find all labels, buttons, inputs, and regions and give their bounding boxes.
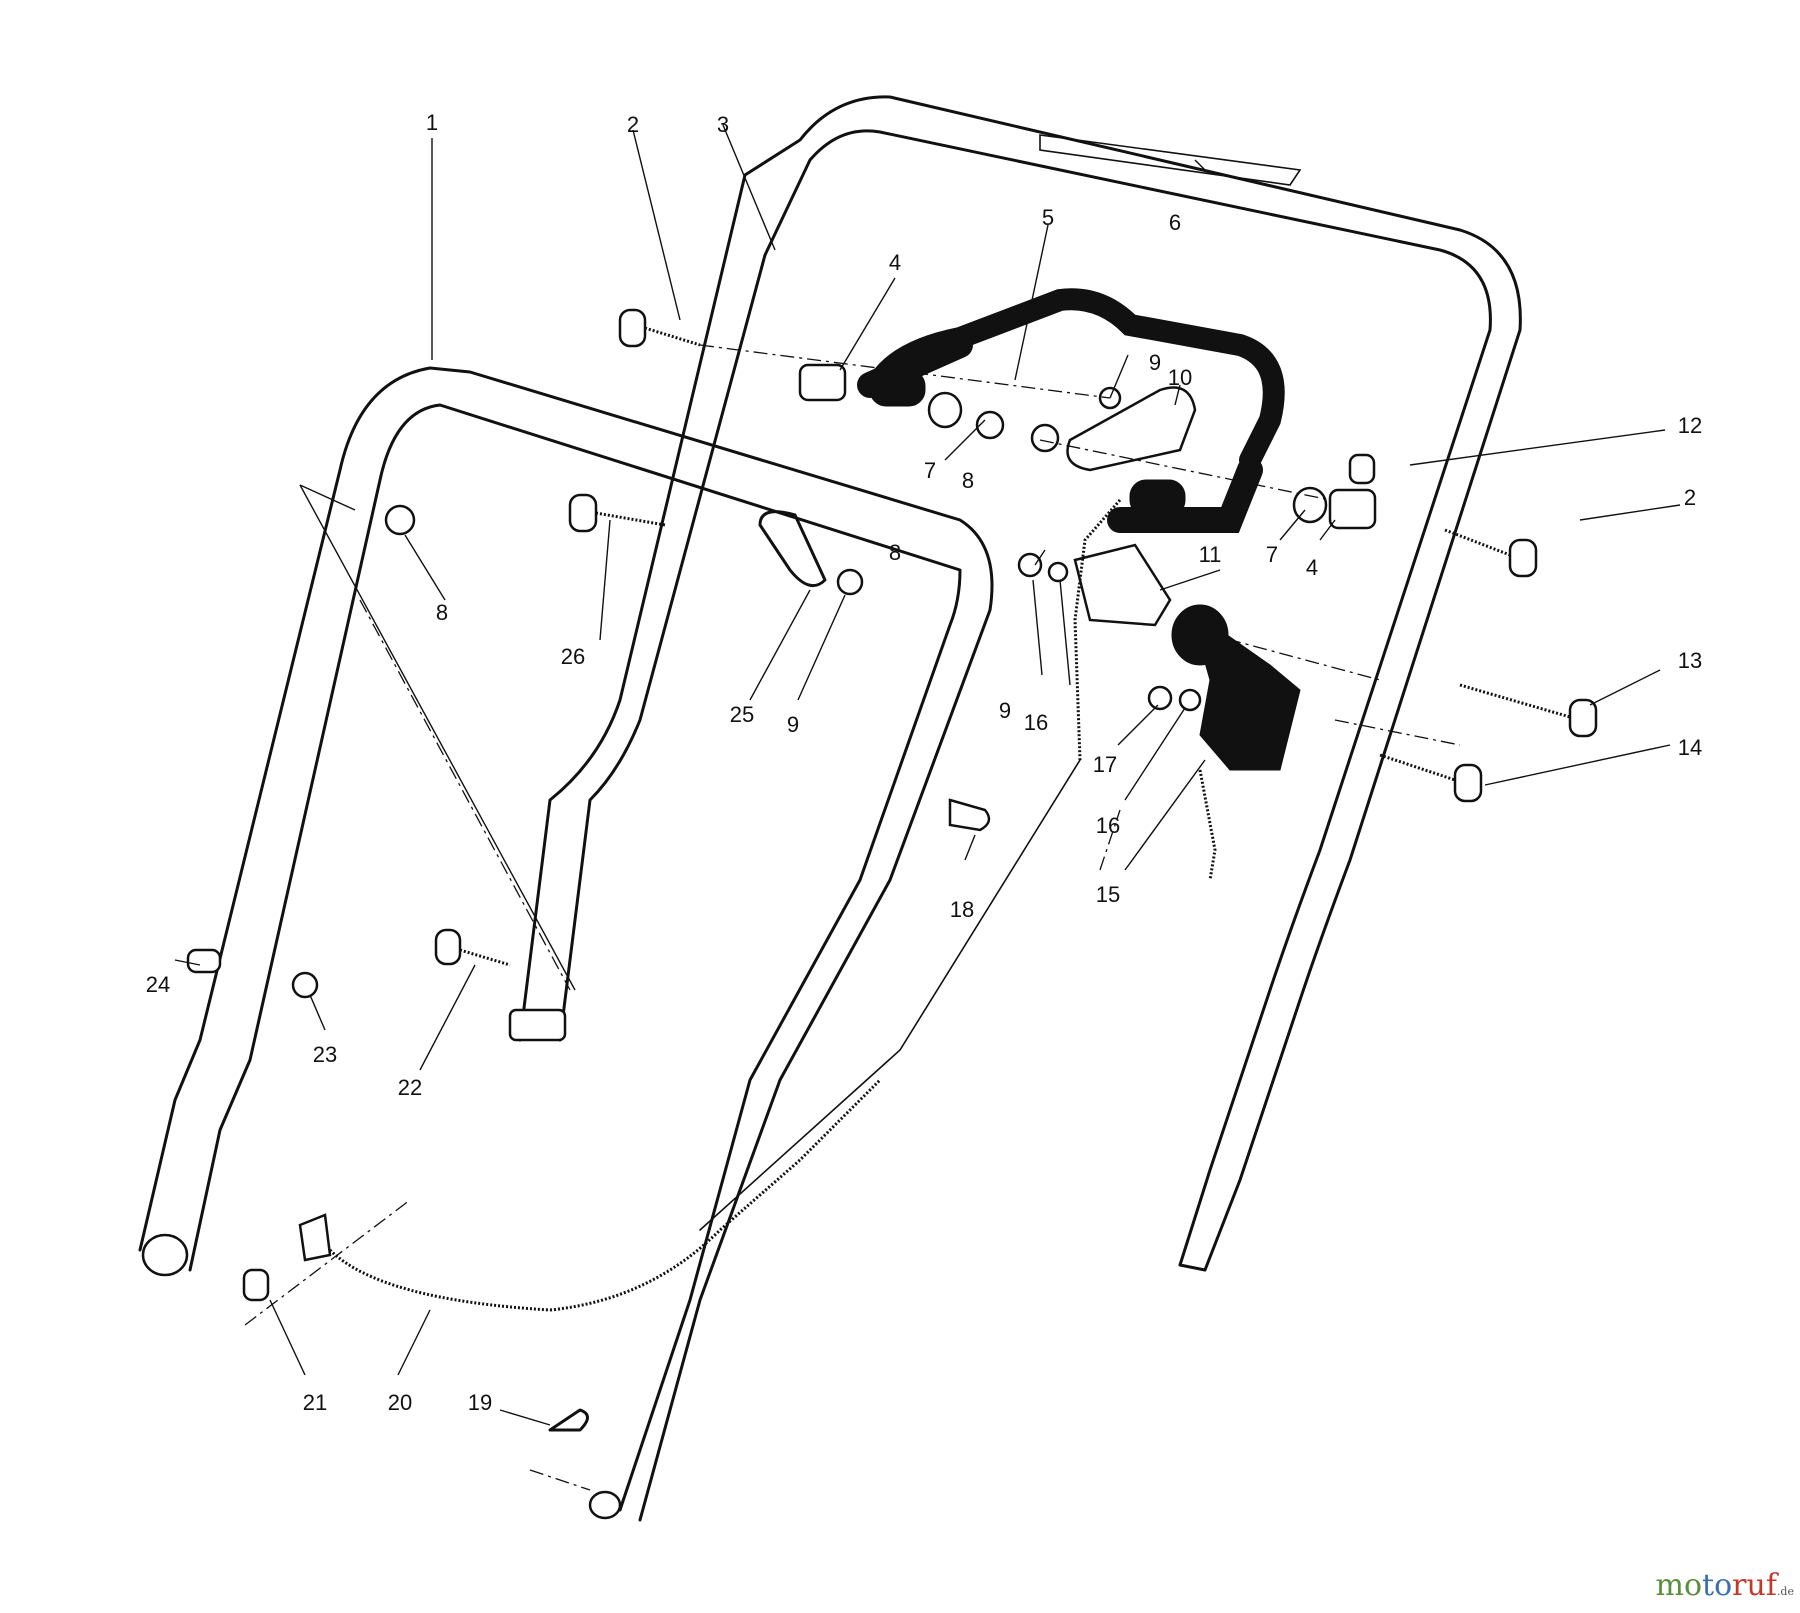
callout-18: 18 [950, 897, 974, 922]
callout-17: 17 [1093, 752, 1117, 777]
cables [328, 499, 1217, 1312]
callout-5: 5 [1042, 205, 1054, 230]
callout-22: 22 [398, 1075, 422, 1100]
callout-15: 15 [1096, 882, 1120, 907]
brand-logo: motoruf.de [1656, 1568, 1794, 1603]
callout-12: 12 [1678, 413, 1702, 438]
callout-labels: 1 2 3 4 5 6 7 8 9 10 12 2 7 4 8 26 25 9 … [146, 110, 1702, 1415]
center-lines [244, 344, 1461, 1491]
callout-7: 7 [924, 458, 936, 483]
callout-16: 16 [1024, 710, 1048, 735]
brand-tld: .de [1776, 1585, 1794, 1598]
upper-handle-frame [518, 95, 1522, 1272]
callout-4: 4 [889, 250, 901, 275]
callout-26: 26 [561, 644, 585, 669]
callout-7b: 7 [1266, 542, 1278, 567]
hardware [186, 308, 1598, 1432]
callout-8b: 8 [436, 600, 448, 625]
callout-8: 8 [962, 468, 974, 493]
callout-20: 20 [388, 1390, 412, 1415]
callout-14: 14 [1678, 735, 1702, 760]
callout-3: 3 [717, 112, 729, 137]
brand-part-2: to [1702, 1568, 1733, 1603]
callout-16b: 16 [1096, 813, 1120, 838]
control-bail [857, 288, 1285, 533]
callout-13: 13 [1678, 648, 1702, 673]
callout-2: 2 [627, 112, 639, 137]
callout-19: 19 [468, 1390, 492, 1415]
callout-1: 1 [426, 110, 438, 135]
callout-2b: 2 [1684, 485, 1696, 510]
callout-25: 25 [730, 702, 754, 727]
callout-10: 10 [1168, 365, 1192, 390]
callout-8c: 8 [889, 540, 901, 565]
callout-9b: 9 [787, 712, 799, 737]
callout-23: 23 [313, 1042, 337, 1067]
lower-handle-frame [138, 366, 994, 1522]
callout-24: 24 [146, 972, 170, 997]
callout-leaders [174, 124, 1681, 1426]
callout-9c: 9 [999, 698, 1011, 723]
callout-21: 21 [303, 1390, 327, 1415]
callout-11: 11 [1199, 542, 1222, 567]
callout-6: 6 [1169, 210, 1181, 235]
brand-part-3: ruf [1732, 1568, 1777, 1603]
callout-9: 9 [1149, 350, 1161, 375]
callout-4b: 4 [1306, 555, 1318, 580]
brand-part-1: mo [1655, 1568, 1703, 1603]
